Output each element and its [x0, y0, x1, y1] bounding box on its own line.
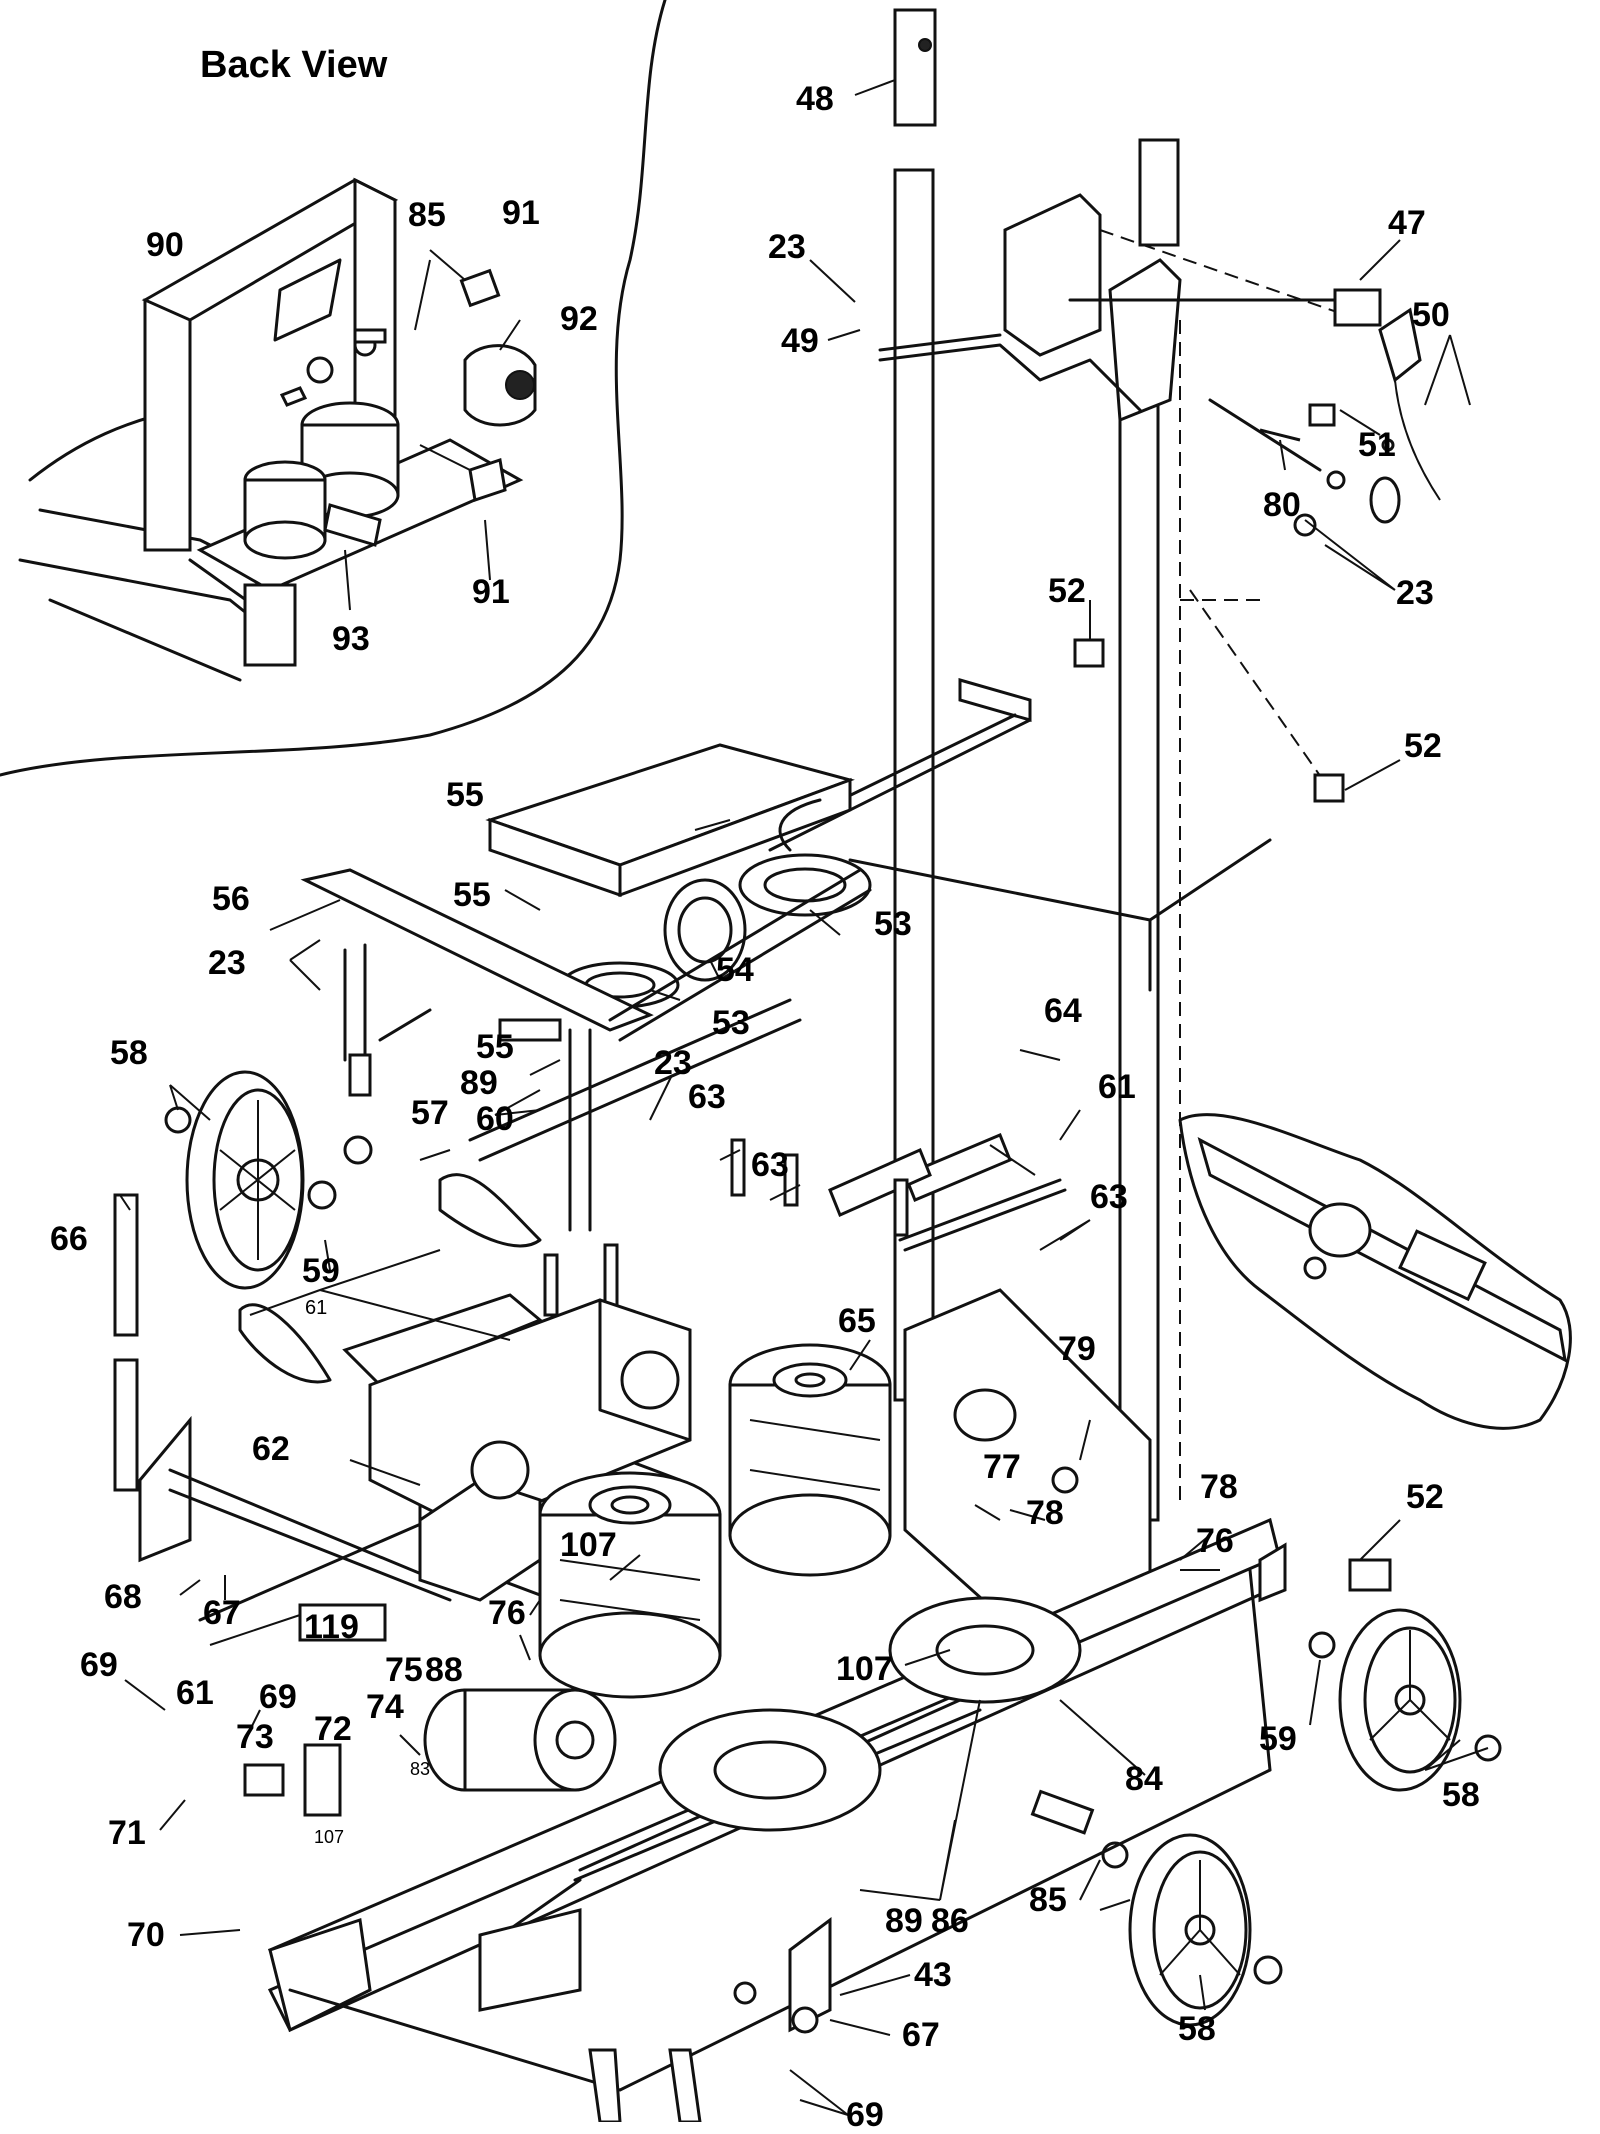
- callout-55-rod: 55: [476, 1028, 514, 1066]
- main-frame-drawing: [113, 8, 1572, 2122]
- callout-52-lower: 52: [1406, 1478, 1444, 1516]
- callout-23-left: 23: [208, 944, 246, 982]
- callout-79: 79: [1058, 1330, 1096, 1368]
- callout-80: 80: [1263, 486, 1301, 524]
- callout-91-upper: 91: [502, 194, 540, 232]
- callout-72: 72: [314, 1710, 352, 1748]
- callout-85-inset: 85: [408, 196, 446, 234]
- callout-64: 64: [1044, 992, 1082, 1030]
- callout-89-lower: 89: [885, 1902, 923, 1940]
- callout-61-lower: 61: [176, 1674, 214, 1712]
- callout-62: 62: [252, 1430, 290, 1468]
- callout-76-right: 76: [1196, 1522, 1234, 1560]
- callout-66: 66: [50, 1220, 88, 1258]
- callout-50: 50: [1412, 296, 1450, 334]
- callout-55-bolt: 55: [453, 876, 491, 914]
- mark-61-belts: 61: [305, 1297, 328, 1319]
- callout-90: 90: [146, 226, 184, 264]
- callout-69-left: 69: [80, 1646, 118, 1684]
- callout-85-lower: 85: [1029, 1881, 1067, 1919]
- callout-70: 70: [127, 1916, 165, 1954]
- callout-54: 54: [716, 951, 754, 989]
- inset-title: Back View: [200, 44, 388, 86]
- callout-43: 43: [914, 1956, 952, 1994]
- callout-55-seat: 55: [446, 776, 484, 814]
- callout-58-lower: 58: [1178, 2010, 1216, 2048]
- callout-52-upper: 52: [1048, 572, 1086, 610]
- callout-68: 68: [104, 1578, 142, 1616]
- callout-73: 73: [236, 1718, 274, 1756]
- callout-89-upper: 89: [460, 1064, 498, 1102]
- callout-52-middle: 52: [1404, 727, 1442, 765]
- callout-84: 84: [1125, 1760, 1163, 1798]
- callout-76-left: 76: [488, 1594, 526, 1632]
- callout-93: 93: [332, 620, 370, 658]
- callout-58-left: 58: [110, 1034, 148, 1072]
- callout-59-right: 59: [1259, 1720, 1297, 1758]
- callout-23-right: 23: [1396, 574, 1434, 612]
- callout-107-left: 107: [560, 1526, 617, 1564]
- callout-78-right: 78: [1200, 1468, 1238, 1506]
- callout-77: 77: [983, 1448, 1021, 1486]
- callout-53-upper: 53: [874, 905, 912, 943]
- callout-57: 57: [411, 1094, 449, 1132]
- callout-92: 92: [560, 300, 598, 338]
- back-view-inset-drawing: [18, 177, 537, 682]
- callout-49: 49: [781, 322, 819, 360]
- callout-63-middle: 63: [751, 1146, 789, 1184]
- mark-107-solenoid: 107: [314, 1827, 345, 1847]
- callout-67-left: 67: [203, 1594, 241, 1632]
- callout-107-right: 107: [836, 1650, 893, 1688]
- callout-63-right: 63: [1090, 1178, 1128, 1216]
- callout-63-upper: 63: [688, 1078, 726, 1116]
- callout-65: 65: [838, 1302, 876, 1340]
- callout-71: 71: [108, 1814, 146, 1852]
- callout-56: 56: [212, 880, 250, 918]
- callout-69-middle: 69: [259, 1678, 297, 1716]
- inset-boundary: [0, 0, 667, 777]
- callout-48: 48: [796, 80, 834, 118]
- callout-60: 60: [476, 1100, 514, 1138]
- callout-88: 88: [425, 1651, 463, 1689]
- callout-67-lower: 67: [902, 2016, 940, 2054]
- callout-75: 75: [385, 1651, 423, 1689]
- callout-86: 86: [931, 1902, 969, 1940]
- callout-59-left: 59: [302, 1252, 340, 1290]
- callout-51: 51: [1358, 426, 1396, 464]
- callout-23-center: 23: [654, 1044, 692, 1082]
- callout-91-lower: 91: [472, 573, 510, 611]
- mark-83-bracket: 83: [410, 1759, 431, 1779]
- callout-69-lower: 69: [846, 2096, 884, 2134]
- callout-61-right: 61: [1098, 1068, 1136, 1106]
- callout-74: 74: [366, 1688, 404, 1726]
- callout-53-lower: 53: [712, 1004, 750, 1042]
- callout-58-right: 58: [1442, 1776, 1480, 1814]
- callout-23-top: 23: [768, 228, 806, 266]
- callout-47: 47: [1388, 204, 1426, 242]
- callout-78-left: 78: [1026, 1494, 1064, 1532]
- callout-119: 119: [304, 1608, 359, 1646]
